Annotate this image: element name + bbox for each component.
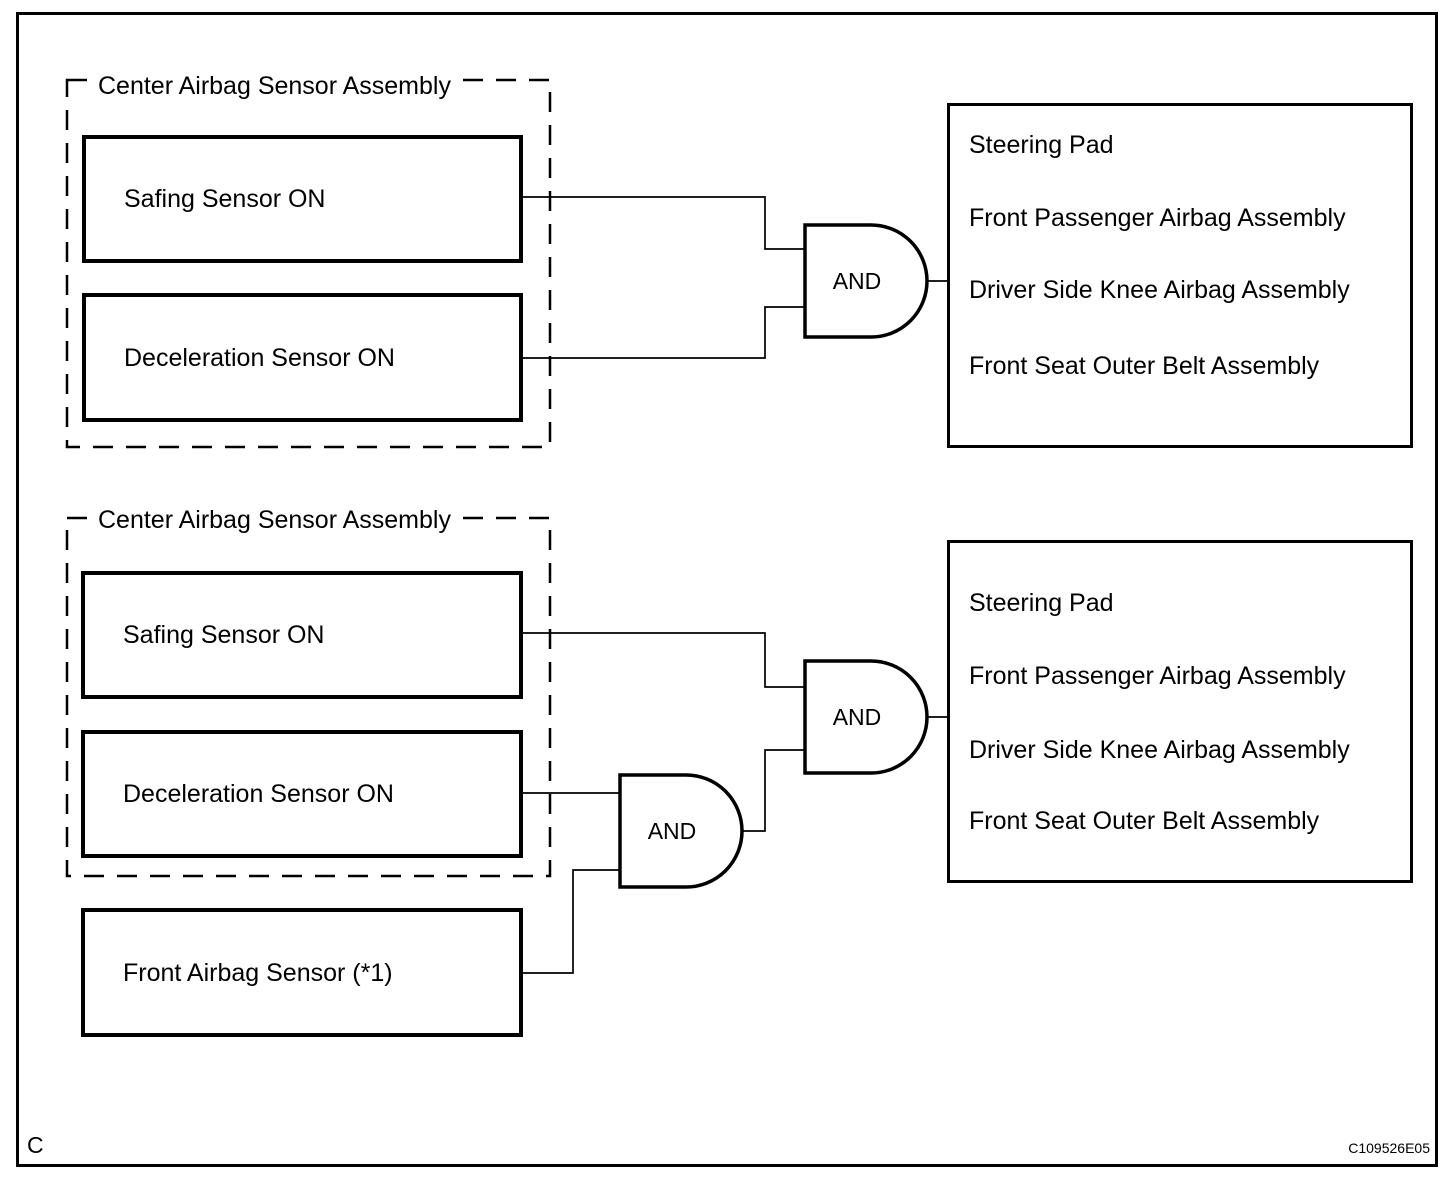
output-item: Front Passenger Airbag Assembly	[969, 662, 1346, 690]
output-item: Front Passenger Airbag Assembly	[969, 204, 1346, 232]
section2-safing-sensor-box: Safing Sensor ON	[81, 571, 523, 699]
wire-s1-decel-to-gate	[523, 306, 805, 359]
section2-deceleration-sensor-box: Deceleration Sensor ON	[81, 730, 523, 858]
and-gate-shape-bottom-left	[618, 773, 744, 889]
output-item: Driver Side Knee Airbag Assembly	[969, 276, 1350, 304]
section1-deceleration-sensor-box: Deceleration Sensor ON	[82, 293, 523, 422]
section2-front-airbag-sensor-box: Front Airbag Sensor (*1)	[81, 908, 523, 1037]
section2-container-title: Center Airbag Sensor Assembly	[88, 506, 461, 534]
and-gate-label: AND	[832, 268, 882, 294]
section2-output-box: Steering Pad Front Passenger Airbag Asse…	[947, 540, 1413, 883]
and-gate-shape-bottom-right	[803, 659, 929, 775]
and-gate-label: AND	[832, 704, 882, 730]
wire-s1-safing-to-gate	[523, 196, 805, 250]
figure-border	[16, 12, 1438, 1167]
wire-s2-gate1-to-gate2	[742, 749, 805, 832]
section1-container-title: Center Airbag Sensor Assembly	[88, 72, 461, 100]
section1-output-box: Steering Pad Front Passenger Airbag Asse…	[947, 103, 1413, 448]
page-corner-label: C	[27, 1132, 44, 1158]
wire-s2-front-to-gate1	[523, 869, 620, 974]
output-item: Driver Side Knee Airbag Assembly	[969, 736, 1350, 764]
output-item: Front Seat Outer Belt Assembly	[969, 807, 1320, 835]
and-gate-shape-top	[803, 223, 929, 339]
and-gate-label: AND	[647, 818, 697, 844]
output-item: Front Seat Outer Belt Assembly	[969, 352, 1320, 380]
output-item: Steering Pad	[969, 131, 1114, 159]
wire-s2-safing-to-gate2	[523, 632, 805, 688]
section1-safing-sensor-box: Safing Sensor ON	[82, 135, 523, 263]
output-item: Steering Pad	[969, 589, 1114, 617]
figure-code: C109526E05	[1348, 1140, 1430, 1156]
